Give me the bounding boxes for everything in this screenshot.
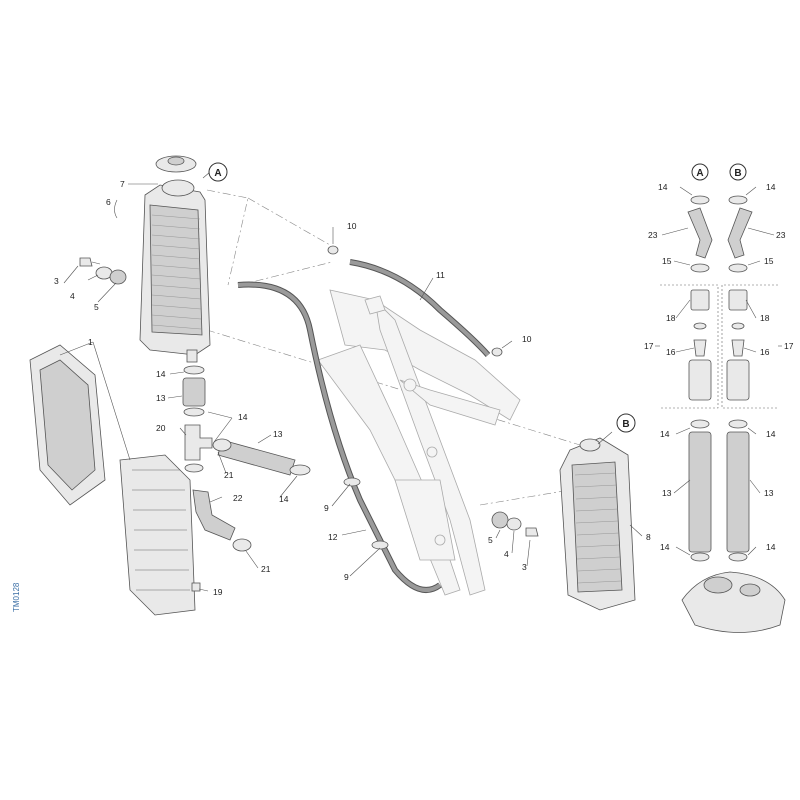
svg-text:B: B	[734, 168, 741, 179]
ref-b-top: B	[616, 413, 636, 433]
label-14-a: 14	[156, 369, 166, 379]
t-piece	[184, 424, 213, 461]
radiator-cap	[155, 155, 197, 173]
label-3-left: 3	[54, 276, 59, 286]
label-7: 7	[120, 179, 125, 189]
right-assembly-b	[726, 195, 753, 562]
label-14-h: 14	[660, 542, 670, 552]
part-labels: 7 6 3 4 5 1 14 13 14 20 13 21 14 22 21 1…	[54, 179, 794, 597]
svg-text:A: A	[214, 168, 221, 179]
label-14-f: 14	[660, 429, 670, 439]
label-14-d: 14	[658, 182, 668, 192]
label-19: 19	[213, 587, 223, 597]
label-10-a: 10	[347, 221, 357, 231]
label-11: 11	[436, 270, 445, 280]
label-6: 6	[106, 197, 111, 207]
label-21-a: 21	[224, 470, 234, 480]
label-16-a: 16	[666, 347, 676, 357]
motorcycle-frame	[317, 289, 521, 596]
label-16-b: 16	[760, 347, 770, 357]
label-17-b: 17	[784, 341, 794, 351]
label-13-a: 13	[156, 393, 166, 403]
label-9-a: 9	[324, 503, 329, 513]
label-12: 12	[328, 532, 338, 542]
ref-a-right: A	[691, 163, 709, 181]
hose-11	[349, 259, 491, 357]
ref-a-top: A	[202, 162, 228, 182]
clamp-21-upper	[212, 438, 232, 452]
clamp-21-lower	[232, 538, 252, 552]
label-13-c: 13	[662, 488, 672, 498]
label-9-b: 9	[344, 572, 349, 582]
label-20: 20	[156, 423, 166, 433]
assembly-lines	[206, 189, 581, 506]
hose-13-left	[182, 365, 206, 417]
label-15-a: 15	[662, 256, 672, 266]
label-18-b: 18	[760, 313, 770, 323]
bracket-17	[660, 284, 778, 409]
label-8: 8	[646, 532, 651, 542]
leader-lines	[59, 183, 782, 592]
shroud-clip	[191, 582, 201, 592]
label-14-i: 14	[766, 542, 776, 552]
label-5-right: 5	[488, 535, 493, 545]
hose-ring-9-upper	[343, 477, 361, 487]
right-radiator	[559, 437, 636, 611]
radiator-shroud	[29, 344, 196, 616]
label-14-c: 14	[279, 494, 289, 504]
left-radiator	[139, 179, 211, 363]
clip-10-upper	[327, 245, 339, 255]
ref-b-right: B	[729, 163, 747, 181]
label-17-a: 17	[644, 341, 654, 351]
label-13-d: 13	[764, 488, 774, 498]
clamp-14-lower	[184, 463, 204, 473]
label-23-b: 23	[776, 230, 786, 240]
label-14-b: 14	[238, 412, 248, 422]
overflow-hose-9	[237, 281, 442, 593]
label-14-e: 14	[766, 182, 776, 192]
label-22: 22	[233, 493, 243, 503]
label-4-right: 4	[504, 549, 509, 559]
svg-text:A: A	[696, 168, 703, 179]
label-18-a: 18	[666, 313, 676, 323]
label-14-g: 14	[766, 429, 776, 439]
label-21-b: 21	[261, 564, 271, 574]
right-assembly-a	[687, 195, 713, 562]
svg-text:B: B	[622, 419, 629, 430]
label-1: 1	[88, 337, 93, 347]
label-10-b: 10	[522, 334, 532, 344]
elbow-hose-22	[192, 489, 236, 541]
hose-ring-9-lower	[371, 540, 389, 550]
clip-10-lower	[491, 347, 503, 357]
drawing-code: TM0128	[12, 582, 21, 612]
label-23-a: 23	[648, 230, 658, 240]
left-fasteners	[79, 257, 127, 285]
clamp-14-center	[289, 464, 311, 476]
label-15-b: 15	[764, 256, 774, 266]
label-3-right: 3	[522, 562, 527, 572]
right-fasteners	[491, 511, 539, 537]
label-4-left: 4	[70, 291, 75, 301]
label-13-b: 13	[273, 429, 283, 439]
water-pump-cover	[681, 571, 786, 633]
label-5-left: 5	[94, 302, 99, 312]
